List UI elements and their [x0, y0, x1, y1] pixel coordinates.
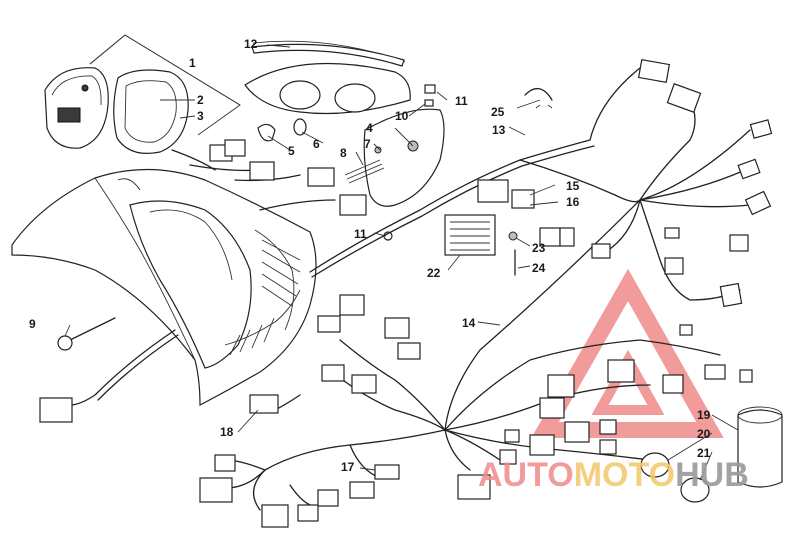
watermark-part-auto: AUTO	[478, 456, 574, 494]
callout-4: 4	[366, 121, 373, 135]
callout-6: 6	[313, 137, 320, 151]
misc-parts	[57, 88, 783, 503]
callout-18: 18	[220, 425, 234, 439]
callout-10: 10	[395, 109, 409, 123]
callout-13: 13	[492, 123, 506, 137]
watermark-part-hub: HUB	[675, 456, 749, 494]
instrument-cluster	[44, 34, 241, 154]
callout-8: 8	[340, 146, 347, 160]
callout-3: 3	[197, 109, 204, 123]
callout-17: 17	[341, 460, 355, 474]
callout-11-lower: 11	[354, 227, 367, 241]
callout-1: 1	[189, 56, 196, 70]
callout-20: 20	[697, 427, 711, 441]
front-fairing	[11, 168, 317, 406]
headlight-housing	[244, 40, 445, 207]
callout-24: 24	[532, 261, 546, 275]
callout-11-upper: 11	[455, 94, 468, 108]
watermark-triangle	[531, 268, 724, 438]
watermark-logo: AUTOMOTOHUB	[478, 458, 749, 492]
callout-25: 25	[491, 105, 505, 119]
callout-15: 15	[566, 179, 580, 193]
callout-12: 12	[244, 37, 258, 51]
callout-22: 22	[427, 266, 441, 280]
watermark-part-moto: MOTO	[573, 456, 676, 494]
connectors	[39, 59, 773, 528]
callout-14: 14	[462, 316, 476, 330]
callout-16: 16	[566, 195, 580, 209]
callout-2: 2	[197, 93, 204, 107]
callout-19: 19	[697, 408, 711, 422]
callout-9: 9	[29, 317, 36, 331]
callout-23: 23	[532, 241, 546, 255]
leader-lines	[64, 34, 739, 481]
callout-21: 21	[697, 446, 711, 460]
callout-5: 5	[288, 144, 295, 158]
callout-7: 7	[364, 137, 371, 151]
